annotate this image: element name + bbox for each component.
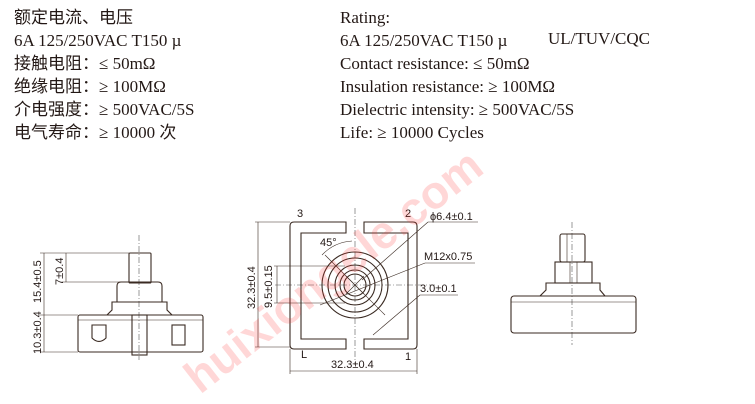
rating-value-cn: 6A 125/250VAC T150 µ bbox=[14, 31, 182, 50]
dim-total-height: 15.4±0.5 bbox=[32, 260, 44, 303]
dim-width: 32.3±0.4 bbox=[331, 359, 374, 371]
contact-left bbox=[91, 324, 107, 343]
shaft-circle bbox=[343, 273, 367, 297]
flange bbox=[105, 301, 174, 316]
life-en: Life: ≥ 10000 Cycles bbox=[340, 123, 484, 142]
life-cn: 电气寿命：≥ 10000 次 bbox=[14, 123, 177, 142]
insulation-resistance-cn: 绝缘电阻：≥ 100MΩ bbox=[14, 77, 166, 96]
side-view-profile bbox=[510, 222, 637, 345]
terminal-slot bbox=[131, 314, 148, 356]
dim-offset: 9.5±0.15 bbox=[263, 265, 275, 308]
terminal-label-3: 3 bbox=[297, 208, 303, 220]
rating-title-en: Rating: bbox=[340, 8, 391, 27]
dim-thread: M12x0.75 bbox=[424, 251, 472, 263]
contact-resistance-en: Contact resistance: ≤ 50mΩ bbox=[340, 54, 530, 73]
dim-flat: 3.0±0.1 bbox=[420, 283, 457, 295]
terminal-label-2: 2 bbox=[405, 208, 411, 220]
spec-list-english: Rating: 6A 125/250VAC T150 µ Contact res… bbox=[340, 6, 574, 144]
flange bbox=[538, 282, 607, 297]
shaft bbox=[128, 252, 152, 284]
collar bbox=[116, 281, 163, 302]
insulation-resistance-en: Insulation resistance: ≥ 100MΩ bbox=[340, 77, 556, 96]
housing-right-half bbox=[363, 221, 418, 350]
contact-right bbox=[171, 324, 186, 346]
terminal-label-1: 1 bbox=[405, 351, 411, 363]
base-body bbox=[510, 295, 637, 334]
leader-lines bbox=[255, 221, 478, 374]
thread-ring bbox=[334, 264, 376, 306]
rating-value-en: 6A 125/250VAC T150 µ bbox=[340, 31, 508, 50]
dim-shaft-diameter: ϕ6.4±0.1 bbox=[430, 211, 473, 223]
hex-nut bbox=[554, 261, 593, 284]
dim-angle: 45° bbox=[320, 237, 337, 249]
shaft bbox=[559, 233, 586, 263]
dielectric-cn: 介电强度：≥ 500VAC/5S bbox=[14, 100, 195, 119]
dim-base-height: 10.3±0.4 bbox=[32, 311, 44, 354]
rating-title-cn: 额定电流、电压 bbox=[14, 8, 133, 27]
base-body bbox=[77, 314, 204, 353]
dim-shaft-length: 7±0.4 bbox=[54, 258, 66, 285]
terminal-label-L: L bbox=[301, 349, 307, 361]
dimension-lines bbox=[40, 252, 129, 353]
top-view: 3 2 L 1 ϕ6.4±0.1 M12x0.75 3.0±0.1 45° 32… bbox=[246, 208, 478, 374]
spec-list-chinese: 额定电流、电压 6A 125/250VAC T150 µ 接触电阻：≤ 50mΩ… bbox=[14, 6, 194, 144]
outer-ring bbox=[321, 251, 389, 319]
housing-left-half bbox=[289, 221, 347, 350]
certifications: UL/TUV/CQC bbox=[548, 29, 650, 48]
contact-resistance-cn: 接触电阻：≤ 50mΩ bbox=[14, 54, 156, 73]
side-view-front: 15.4±0.5 7±0.4 10.3±0.4 bbox=[32, 235, 204, 360]
dim-height: 32.3±0.4 bbox=[246, 266, 258, 309]
dielectric-en: Dielectric intensity: ≥ 500VAC/5S bbox=[340, 100, 575, 119]
